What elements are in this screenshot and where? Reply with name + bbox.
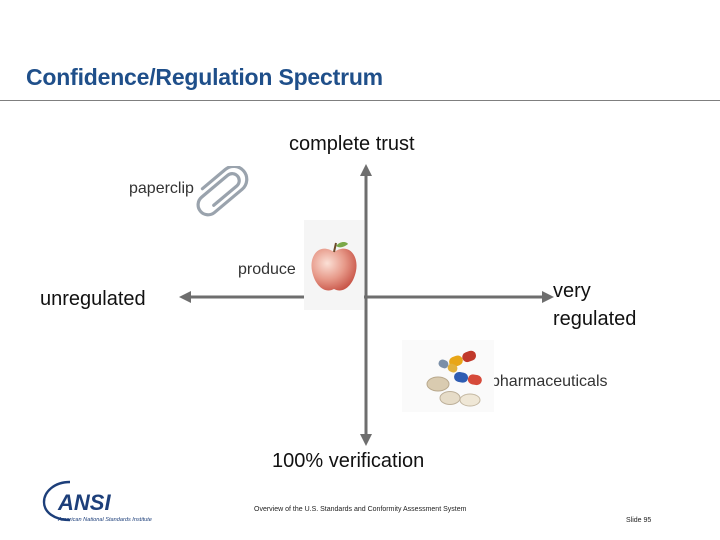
axis-label-unregulated: unregulated bbox=[40, 288, 146, 310]
slide-number: Slide 95 bbox=[626, 517, 652, 524]
footer-caption: Overview of the U.S. Standards and Confo… bbox=[254, 506, 467, 513]
apple-icon bbox=[311, 242, 357, 291]
axis-label-very-regulated: very regulated bbox=[553, 280, 637, 330]
logo-text: ANSI bbox=[57, 490, 111, 515]
paperclip-icon bbox=[196, 166, 249, 217]
item-label-pharmaceuticals: pharmaceuticals bbox=[491, 373, 608, 390]
item-label-produce: produce bbox=[238, 261, 296, 278]
slide-title: Confidence/Regulation Spectrum bbox=[26, 64, 383, 90]
ansi-logo: ANSI American National Standards Institu… bbox=[42, 480, 152, 523]
pills-icon bbox=[426, 350, 482, 407]
item-label-paperclip: paperclip bbox=[129, 180, 194, 197]
title-divider bbox=[0, 100, 720, 101]
axis-label-complete-trust: complete trust bbox=[289, 133, 415, 155]
axis-label-verification: 100% verification bbox=[272, 450, 425, 472]
logo-subtext: American National Standards Institute bbox=[57, 517, 152, 523]
